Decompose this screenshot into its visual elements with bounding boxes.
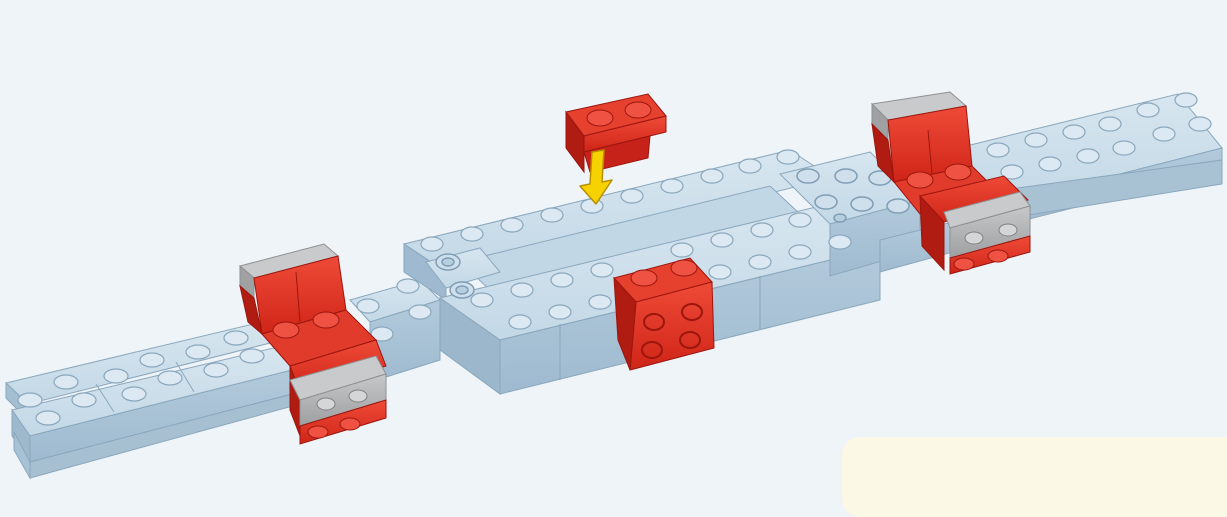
falling-red-bracket-1x2 bbox=[566, 94, 666, 172]
instruction-callout-panel bbox=[842, 437, 1227, 517]
center-red-bracket-2x2 bbox=[614, 258, 714, 370]
lego-assembly-illustration bbox=[0, 0, 1227, 484]
left-end-plate-assembly bbox=[6, 322, 300, 478]
instruction-stage bbox=[0, 0, 1227, 484]
